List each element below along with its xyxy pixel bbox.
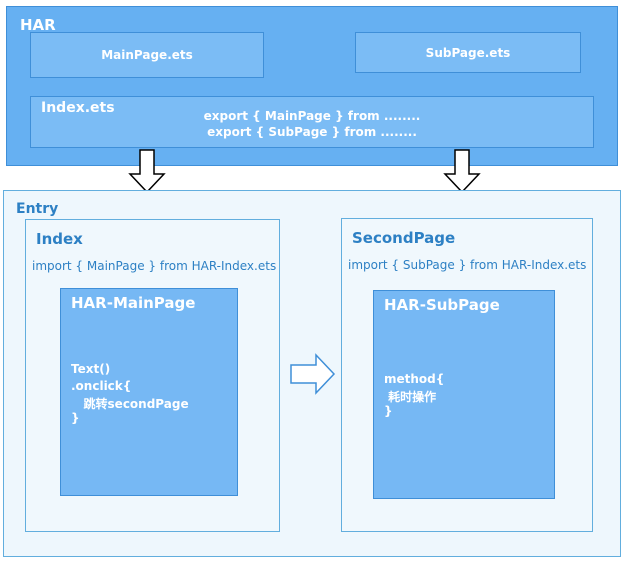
export-sub-page-line: export { SubPage } from ........ bbox=[207, 125, 417, 139]
code-line: 耗时操作 bbox=[384, 390, 437, 404]
code-line: } bbox=[384, 404, 393, 418]
har-main-page-file-label: MainPage.ets bbox=[101, 48, 193, 62]
har-main-page-title: HAR-MainPage bbox=[71, 294, 196, 312]
right-arrow bbox=[290, 353, 336, 395]
har-main-page-component: HAR-MainPage Text() .onclick{ 跳转secondPa… bbox=[60, 288, 238, 496]
code-line: .onclick{ bbox=[71, 379, 132, 393]
har-index-title: Index.ets bbox=[41, 100, 115, 116]
code-line: method{ bbox=[384, 372, 445, 386]
code-line: Text() bbox=[71, 362, 111, 376]
har-sub-page-file-box: SubPage.ets bbox=[355, 32, 581, 73]
index-import-line: import { MainPage } from HAR-Index.ets bbox=[32, 259, 277, 273]
second-page-import-line: import { SubPage } from HAR-Index.ets bbox=[348, 258, 587, 272]
code-line: } bbox=[71, 411, 80, 425]
export-main-page-line: export { MainPage } from ........ bbox=[203, 109, 421, 123]
code-line: 跳转secondPage bbox=[71, 397, 189, 411]
entry-title: Entry bbox=[16, 201, 59, 217]
har-sub-page-title: HAR-SubPage bbox=[384, 296, 500, 314]
har-sub-page-component: HAR-SubPage method{ 耗时操作 } bbox=[373, 290, 555, 499]
index-panel-title: Index bbox=[36, 230, 83, 248]
har-index-file-box: Index.ets export { MainPage } from .....… bbox=[30, 96, 594, 148]
down-arrow-right bbox=[443, 149, 481, 194]
har-sub-page-file-label: SubPage.ets bbox=[425, 45, 511, 60]
har-main-page-file-box: MainPage.ets bbox=[30, 32, 264, 78]
down-arrow-left bbox=[128, 149, 166, 194]
second-page-panel-title: SecondPage bbox=[352, 229, 456, 247]
har-title: HAR bbox=[20, 16, 56, 34]
